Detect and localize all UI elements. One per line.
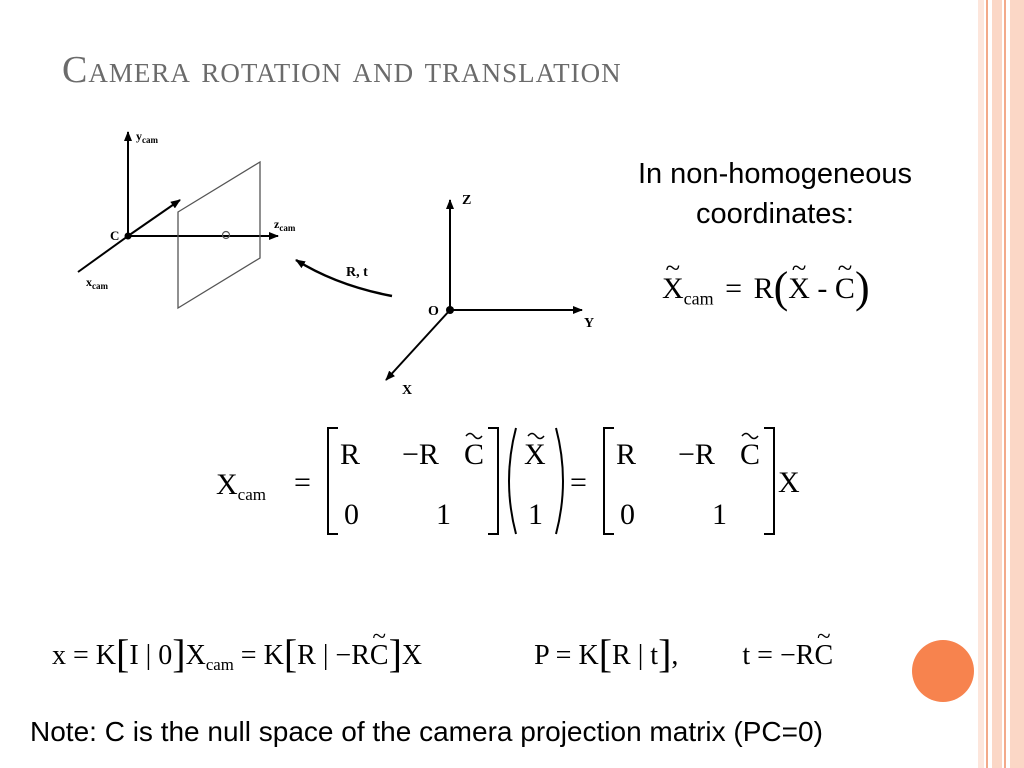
c-tilde-symbol: C [370, 624, 389, 672]
world-x-axis [385, 309, 451, 381]
matrix-1-right-bracket [488, 427, 499, 535]
world-y-label: Y [584, 316, 594, 331]
equation-nonhomogeneous: Xcam = R(X - C) [662, 255, 870, 313]
rt-label: R, t [346, 265, 368, 280]
decorative-orange-circle [912, 640, 974, 702]
matrix-1-zero: 0 [344, 498, 359, 531]
bracket-close: ] [658, 631, 672, 676]
principal-point [221, 230, 231, 240]
matrix-2-left-bracket [603, 427, 614, 535]
equals-sign: = [570, 466, 587, 499]
projection-equals-k: = K [233, 640, 284, 671]
cam-subscript: cam [205, 654, 234, 674]
bracket-close: ] [172, 631, 186, 676]
matrix-2-r: R [616, 438, 636, 471]
tilde-mark [741, 432, 759, 440]
image-plane [177, 160, 261, 310]
slide-title: Camera rotation and translation [62, 49, 622, 91]
vector-one: 1 [528, 498, 543, 531]
tilde-mark [465, 432, 483, 440]
z-cam-label: zcam [274, 217, 296, 233]
bracket-open: [ [283, 631, 298, 676]
matrix-2-zero: 0 [620, 498, 635, 531]
edge-stripe [1010, 0, 1024, 768]
c-tilde-symbol: C [835, 255, 855, 306]
equation-projection: x = K[I | 0]Xcam = K[R | −RC]X P = K[R |… [52, 624, 833, 677]
x-cam-arrow [127, 199, 181, 237]
vector-x-tilde: X [524, 438, 546, 471]
world-z-label: Z [462, 193, 471, 208]
x-cam-tilde-symbol: X [662, 255, 684, 306]
rt-arrow [295, 258, 393, 298]
projection-lhs: x = K [52, 640, 117, 671]
x-tilde-symbol: X [788, 255, 810, 306]
t-equals: t = −R [742, 640, 815, 671]
equals-sign: = [294, 466, 311, 499]
camera-world-diagram: ycam zcam xcam C R, t Z Y X O [77, 129, 594, 398]
x-cam-label: xcam [86, 275, 108, 291]
camera-center-point [124, 232, 132, 240]
world-x-label: X [402, 383, 412, 398]
cam-subscript: cam [683, 288, 714, 309]
rt-block: R | t [612, 640, 659, 671]
tilde-mark [527, 432, 545, 440]
matrix-2-one: 1 [712, 498, 727, 531]
bracket-open: [ [598, 631, 613, 676]
p-equals-k: P = K [534, 640, 599, 671]
matrix-2-c-tilde: C [740, 438, 760, 471]
edge-stripe [992, 0, 1002, 768]
world-origin-label: O [428, 304, 439, 319]
world-point-x: X [401, 640, 423, 671]
vector-left-paren [508, 427, 517, 535]
bracket-close: ] [388, 631, 402, 676]
edge-stripe [978, 0, 984, 768]
non-homogeneous-caption: In non-homogeneous coordinates: [590, 154, 960, 234]
matrix-2-minus-r: −R [678, 438, 715, 471]
world-point-x: X [778, 466, 800, 499]
paren-close: ) [854, 263, 870, 312]
bracket-open: [ [116, 631, 130, 676]
camera-center-label: C [110, 228, 119, 243]
minus-sign: - [817, 272, 828, 305]
vector-right-paren [555, 427, 564, 535]
x-cam-symbol: Xcam [216, 468, 266, 504]
matrix-2-right-bracket [764, 427, 775, 535]
world-origin-point [446, 306, 454, 314]
caption-line-1: In non-homogeneous [637, 158, 913, 190]
matrix-1-left-bracket [327, 427, 338, 535]
edge-stripe [1004, 0, 1006, 768]
matrix-1-one: 1 [436, 498, 451, 531]
decorative-edge-stripes [978, 0, 1024, 768]
caption-line-2: coordinates: [696, 198, 854, 230]
equals-sign: = [725, 272, 743, 305]
matrix-1-minus-r: −R [402, 438, 439, 471]
identity-block: I | 0 [129, 640, 173, 671]
x-cam-axis [77, 235, 129, 273]
comma: , [671, 640, 679, 671]
x-cam-symbol: X [185, 640, 206, 671]
c-tilde-symbol: C [814, 624, 833, 672]
y-cam-label: ycam [136, 129, 158, 145]
rotation-block: R | −R [297, 640, 370, 671]
edge-stripe [986, 0, 988, 768]
equation-homogeneous: Xcam = R −R C 0 1 X 1 = R −R C 0 1 X [216, 427, 800, 535]
matrix-1-r: R [340, 438, 360, 471]
null-space-note: Note: C is the null space of the camera … [30, 716, 823, 747]
rotation-symbol: R [753, 272, 774, 305]
paren-open: ( [773, 263, 789, 312]
matrix-1-c-tilde: C [464, 438, 484, 471]
